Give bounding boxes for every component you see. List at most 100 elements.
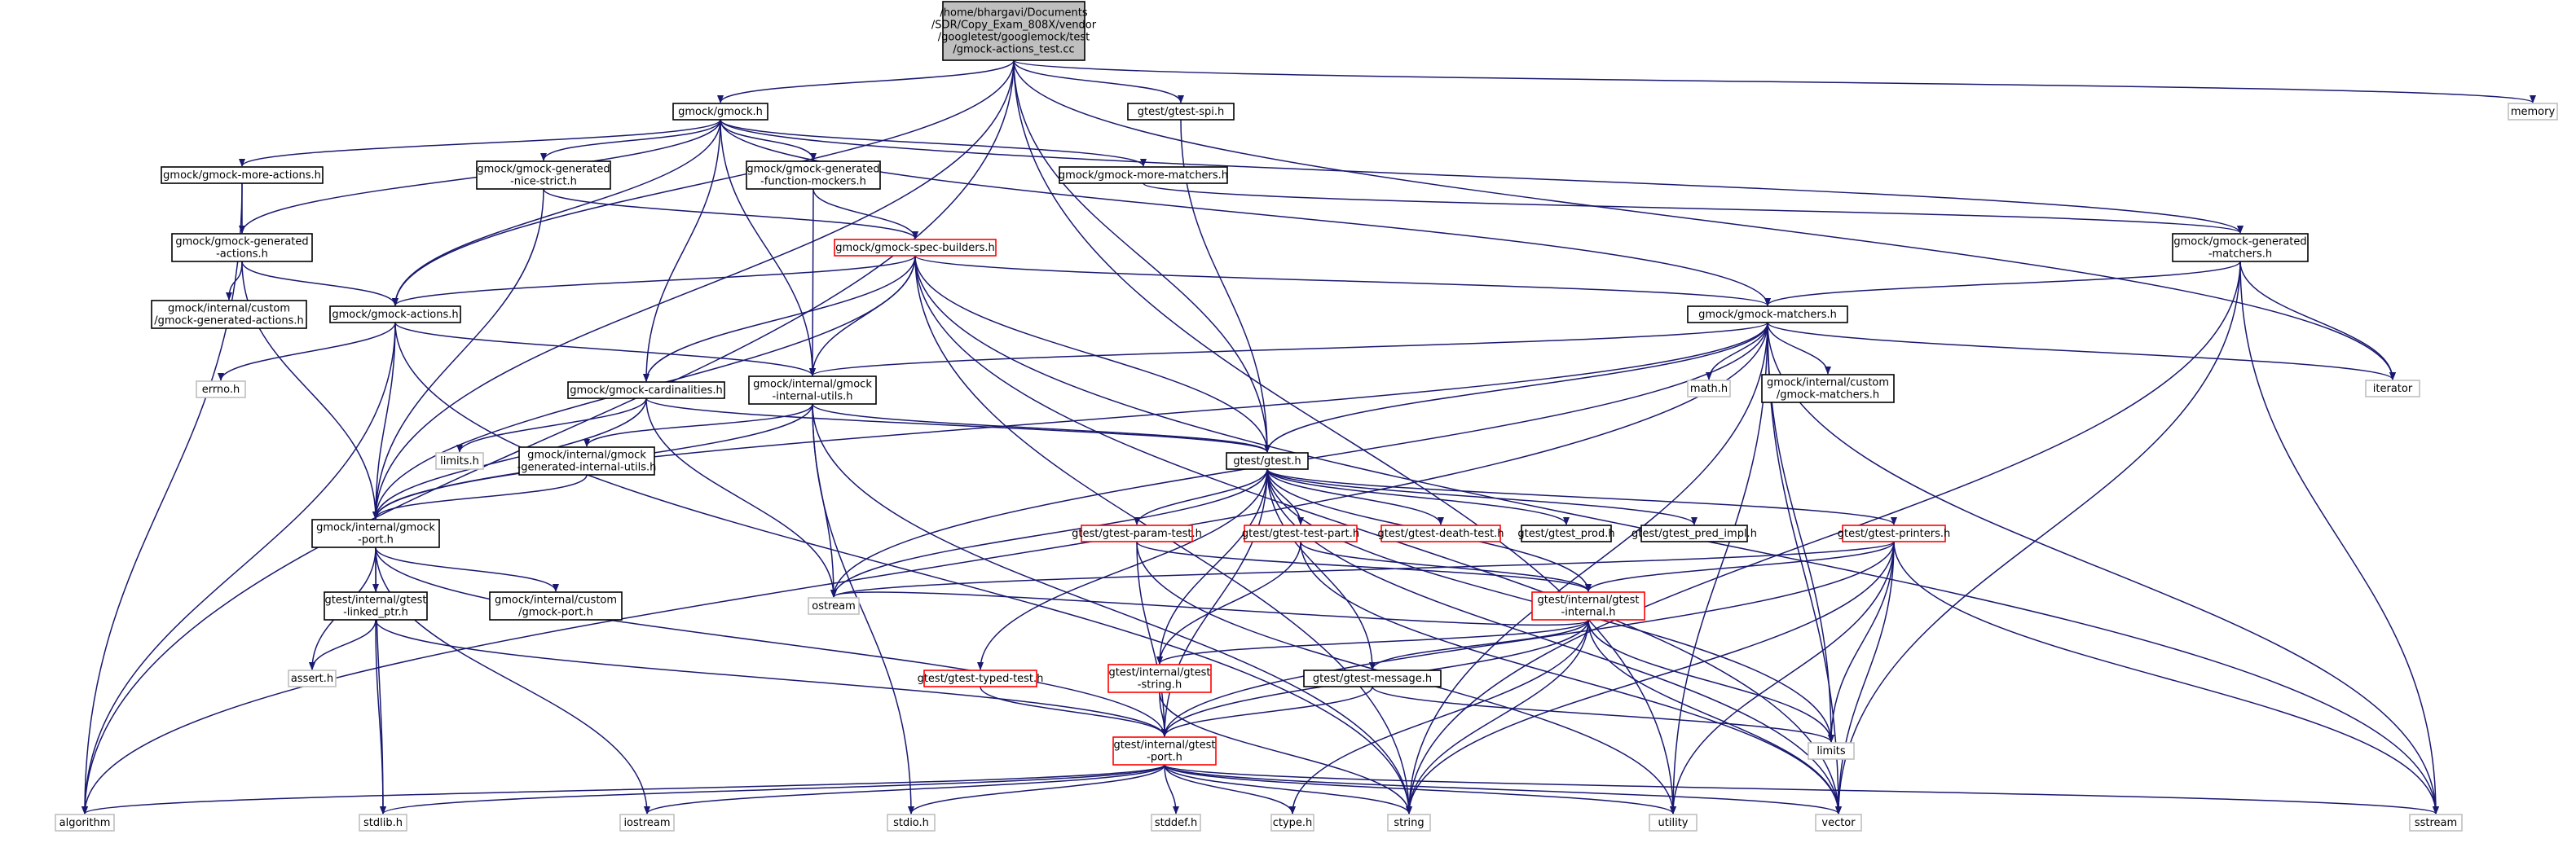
node-memory[interactable]: memory: [2508, 103, 2558, 121]
node-gtest[interactable]: gtest/gtest.h: [1226, 452, 1309, 470]
node-iostream[interactable]: iostream: [619, 814, 675, 832]
node-label: gmock/gmock-more-actions.h: [163, 169, 321, 182]
node-label: sstream: [2415, 817, 2457, 829]
node-label: gmock/gmock-spec-builders.h: [835, 242, 994, 254]
node-label: iterator: [2373, 383, 2413, 395]
node-custom-port[interactable]: gmock/internal/custom/gmock-port.h: [489, 591, 623, 621]
node-label: -linked_ptr.h: [343, 607, 408, 619]
dependency-edge: [809, 188, 817, 376]
node-root[interactable]: /home/bhargavi/Documents/SDR/Copy_Exam_8…: [931, 1, 1097, 61]
node-gen-actions[interactable]: gmock/gmock-generated-actions.h: [171, 233, 313, 262]
node-gtest-prod[interactable]: gtest/gtest_prod.h: [1517, 525, 1615, 542]
node-assert[interactable]: assert.h: [288, 670, 337, 687]
dependency-edge: [1300, 541, 1592, 592]
node-printers[interactable]: gtest/gtest-printers.h: [1838, 525, 1951, 542]
node-gmock[interactable]: gmock/gmock.h: [672, 103, 768, 121]
node-linked-ptr[interactable]: gtest/internal/gtest-linked_ptr.h: [324, 591, 428, 621]
node-limits[interactable]: limits: [1808, 742, 1855, 760]
node-custom-matchers[interactable]: gmock/internal/custom/gmock-matchers.h: [1761, 374, 1895, 403]
node-gen-internal-utils[interactable]: gmock/internal/gmock-generated-internal-…: [517, 446, 657, 476]
dependency-edge: [1828, 541, 1895, 743]
node-label: assert.h: [291, 673, 333, 685]
node-ostream[interactable]: ostream: [808, 597, 860, 615]
node-gtest-internal[interactable]: gtest/internal/gtest-internal.h: [1531, 591, 1645, 621]
dependency-edge: [830, 468, 1268, 598]
edge-more_actions-to-algorithm: [81, 182, 243, 814]
edge-gmock_port-to-custom_port: [375, 547, 559, 592]
dependency-edge: [1767, 322, 1831, 375]
edge-gmock-to-gen_matchers: [720, 119, 2244, 234]
dependency-edge: [1156, 468, 1268, 665]
node-box: [359, 814, 407, 832]
node-stdio[interactable]: stdio.h: [887, 814, 936, 832]
edge-gen_matchers-to-sstream: [2239, 261, 2439, 814]
node-nice-strict[interactable]: gmock/gmock-generated-nice-strict.h: [476, 160, 611, 190]
node-box: [435, 452, 484, 470]
node-box: [1107, 664, 1212, 693]
node-utility[interactable]: utility: [1649, 814, 1698, 832]
node-gtest-port[interactable]: gtest/internal/gtest-port.h: [1112, 736, 1217, 766]
dependency-edge: [1835, 541, 1895, 814]
edge-matchers-to-custom_matchers: [1767, 322, 1831, 375]
node-more-matchers[interactable]: gmock/gmock-more-matchers.h: [1059, 166, 1228, 184]
edge-root-to-algorithm: [81, 59, 1015, 814]
node-death-test[interactable]: gtest/gtest-death-test.h: [1377, 525, 1504, 542]
node-gen-matchers[interactable]: gmock/gmock-generated-matchers.h: [2172, 233, 2309, 262]
node-box: [1380, 525, 1501, 542]
node-math[interactable]: math.h: [1687, 380, 1731, 397]
node-gmock-port[interactable]: gmock/internal/gmock-port.h: [311, 519, 440, 548]
node-message[interactable]: gtest/gtest-message.h: [1303, 670, 1442, 687]
node-label: stdlib.h: [363, 817, 403, 829]
node-more-actions[interactable]: gmock/gmock-more-actions.h: [161, 166, 324, 184]
node-cardinalities[interactable]: gmock/gmock-cardinalities.h: [567, 381, 725, 399]
node-func-mockers[interactable]: gmock/gmock-generated-function-mockers.h: [746, 160, 881, 190]
node-algorithm[interactable]: algorithm: [55, 814, 115, 832]
edge-actions-to-errno: [218, 322, 396, 381]
node-limits-h[interactable]: limits.h: [435, 452, 484, 470]
node-string[interactable]: string: [1387, 814, 1431, 832]
node-sstream[interactable]: sstream: [2409, 814, 2463, 832]
node-box: [1112, 736, 1217, 766]
node-errno[interactable]: errno.h: [196, 380, 246, 398]
node-custom-gen-actions[interactable]: gmock/internal/custom/gmock-generated-ac…: [151, 300, 307, 329]
edge-gtest-to-message: [1266, 468, 1376, 670]
dependency-edge: [1266, 468, 1444, 525]
node-label: gmock/internal/custom: [495, 595, 617, 607]
node-gtest-string[interactable]: gtest/internal/gtest-string.h: [1107, 664, 1212, 693]
dependency-edge: [1289, 619, 1589, 814]
edge-matchers-to-string: [1406, 322, 1768, 814]
node-box: [1270, 814, 1314, 832]
node-internal-utils[interactable]: gmock/internal/gmock-internal-utils.h: [748, 375, 877, 405]
node-spec-builders[interactable]: gmock/gmock-spec-builders.h: [834, 239, 997, 257]
dependency-edge: [218, 322, 396, 381]
node-label: gmock/internal/custom: [168, 303, 290, 315]
node-typed-test[interactable]: gtest/gtest-typed-test.h: [918, 670, 1044, 687]
edge-gtest_port-to-utility: [1164, 764, 1676, 814]
node-stdlib[interactable]: stdlib.h: [359, 814, 407, 832]
dependency-edge: [1587, 619, 1834, 743]
edge-nice_strict-to-gmock_port: [372, 188, 544, 520]
node-spi[interactable]: gtest/gtest-spi.h: [1127, 103, 1235, 121]
node-ctype[interactable]: ctype.h: [1270, 814, 1314, 832]
node-label: -string.h: [1138, 679, 1182, 692]
dependency-edge: [1013, 59, 1676, 814]
node-label: string: [1394, 817, 1424, 829]
node-label: gmock/internal/gmock: [753, 379, 872, 391]
node-gtest-pred-impl[interactable]: gtest/gtest_pred_impl.h: [1631, 525, 1757, 542]
node-matchers[interactable]: gmock/gmock-matchers.h: [1687, 305, 1848, 323]
edge-spec_builders-to-actions: [392, 255, 916, 306]
node-iterator[interactable]: iterator: [2365, 380, 2420, 397]
dependency-edge: [1266, 468, 1570, 525]
node-test-part[interactable]: gtest/gtest-test-part.h: [1242, 525, 1359, 542]
dependency-edge: [1266, 468, 1698, 525]
dependency-edge: [643, 119, 721, 382]
node-box: [887, 814, 936, 832]
node-vector[interactable]: vector: [1815, 814, 1862, 832]
node-param-test[interactable]: gtest/gtest-param-test.h: [1072, 525, 1202, 542]
node-box: [808, 597, 860, 615]
node-actions[interactable]: gmock/gmock-actions.h: [329, 305, 461, 323]
edge-linked_ptr-to-gtest_port: [375, 619, 1168, 737]
dependency-edge: [1406, 261, 2241, 814]
node-stddef[interactable]: stddef.h: [1151, 814, 1201, 832]
